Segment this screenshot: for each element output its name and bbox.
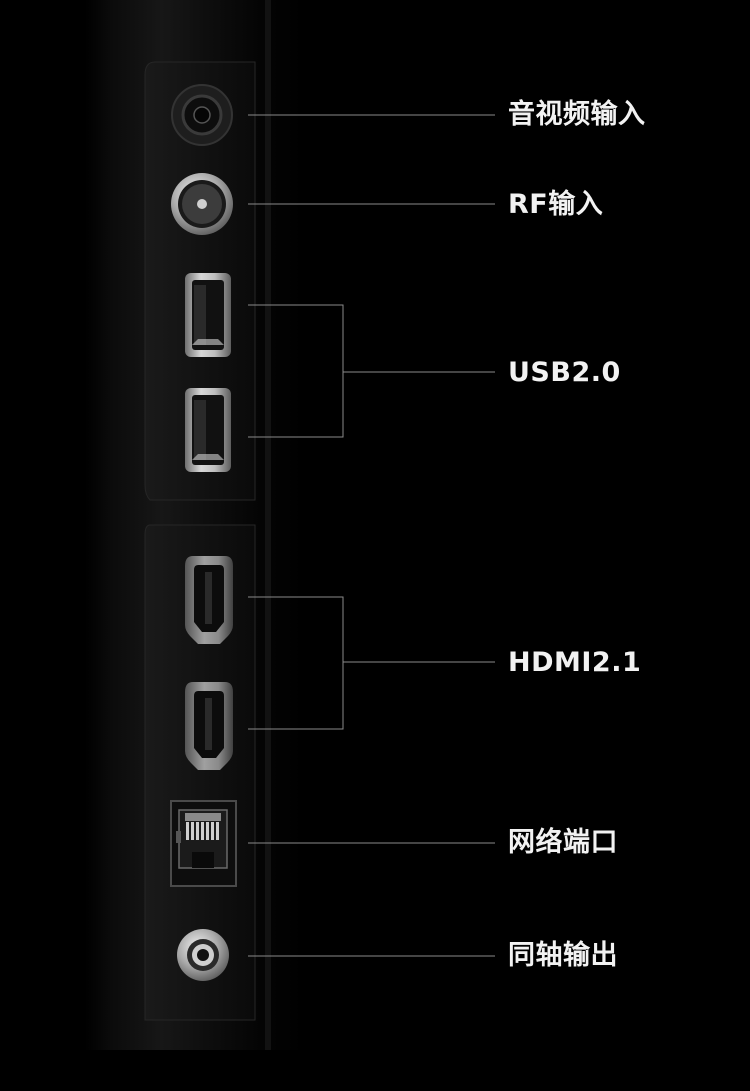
- hdmi-label: HDMI2.1: [508, 647, 642, 678]
- usb-port-icon: [185, 273, 231, 357]
- coaxial-output-icon: [177, 929, 229, 981]
- usb-port-icon: [185, 388, 231, 472]
- network-port-label: 网络端口: [508, 827, 618, 858]
- hdmi-port-icon: [185, 682, 233, 770]
- coaxial-output-label: 同轴输出: [508, 940, 618, 971]
- leader-lines: [248, 114, 495, 957]
- rf-input-label: RF输入: [508, 189, 604, 220]
- usb-label: USB2.0: [508, 357, 621, 388]
- rf-coax-icon: [171, 173, 233, 235]
- hdmi-port-icon: [185, 556, 233, 644]
- av-jack-icon: [171, 84, 233, 146]
- ethernet-port-icon: [170, 800, 237, 887]
- av-input-label: 音视频输入: [508, 99, 646, 130]
